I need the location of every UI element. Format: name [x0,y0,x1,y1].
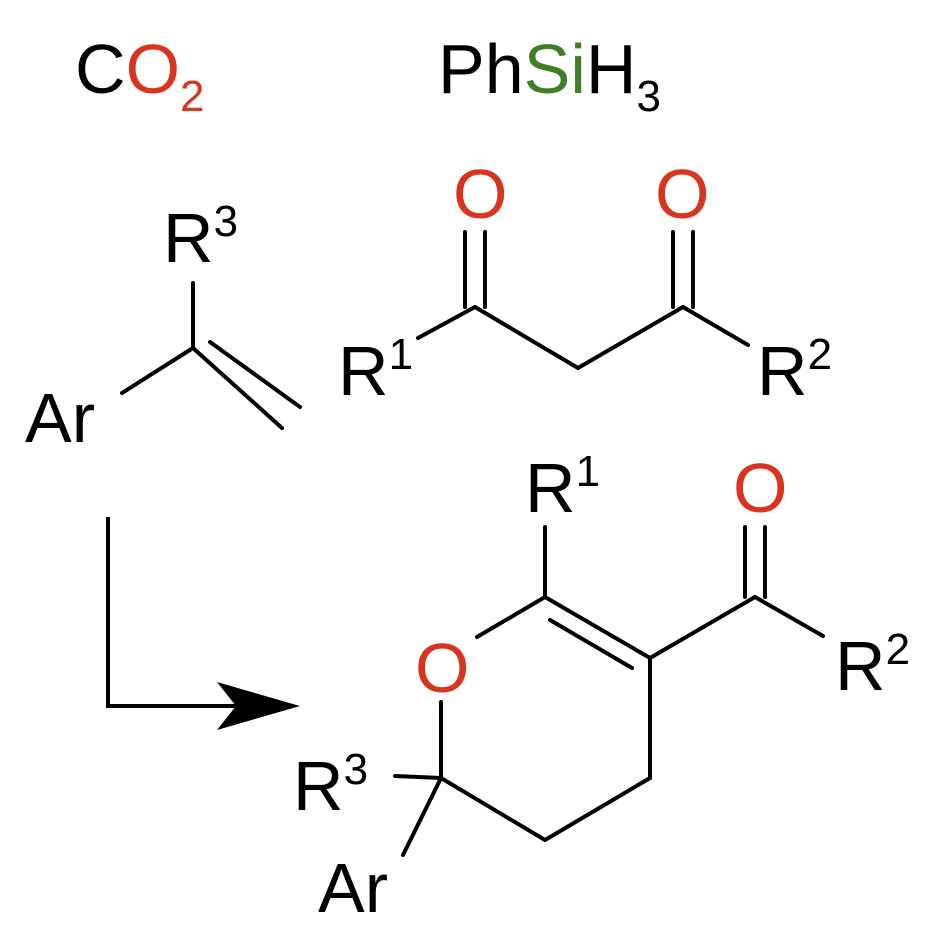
co2-subscript: 2 [180,72,204,121]
co2-oxygen: O [126,30,180,108]
product-ring-oxygen: O [415,629,469,707]
arrow-shaft [106,517,245,708]
product-r2-label: R2 [835,625,910,705]
ring-bond-c4-c5 [543,776,652,842]
diketone-oxygen-2: O [655,155,709,233]
ring-double-bond-inner [548,618,634,670]
alkene-double-bond-b [208,340,302,409]
silane-subscript: 3 [636,72,660,121]
svg-text:PhSiH3: PhSiH3 [438,30,661,121]
co2-carbon: C [75,30,126,108]
alkene-ar-label: Ar [25,379,95,457]
product-structure: R1 O O R2 R3 Ar [293,447,910,927]
arrow-head [217,682,300,730]
diketone-r1-label: R1 [338,330,413,410]
product-r3-label: R3 [293,745,368,825]
product-ar-label: Ar [318,849,388,927]
ring-bond-c5-c6 [439,776,547,842]
silane-hydrogen: H [586,30,637,108]
diketone-bond-ch2-b [576,305,685,370]
product-bond-r2 [753,595,825,638]
alkene-bond-ar [120,346,195,395]
ring-bond-o-c2 [475,595,547,639]
svg-text:CO2: CO2 [75,30,205,121]
diketone-structure: O O R1 R2 [338,155,832,410]
diketone-bond-ch2-a [473,305,580,370]
alkene-double-bond-a [191,346,284,430]
ring-double-bond-outer [543,595,652,660]
product-r1-label: R1 [525,447,600,527]
reaction-arrow [106,517,300,730]
product-bond-r3 [393,774,443,780]
phenylsilane-reagent: PhSiH3 [438,30,661,121]
co2-reagent: CO2 [75,30,205,121]
diketone-bond-r1 [416,305,477,340]
alkene-r3-label: R3 [163,197,238,277]
alkene-structure: R3 Ar [25,197,302,457]
product-acyl-oxygen: O [733,449,787,527]
diketone-oxygen-1: O [453,155,507,233]
product-bond-acyl [648,595,757,660]
product-bond-ar [401,776,443,857]
diketone-bond-r2 [681,305,750,347]
silane-silicon: Si [524,30,586,108]
diketone-r2-label: R2 [757,330,832,410]
silane-phenyl: Ph [438,30,524,108]
